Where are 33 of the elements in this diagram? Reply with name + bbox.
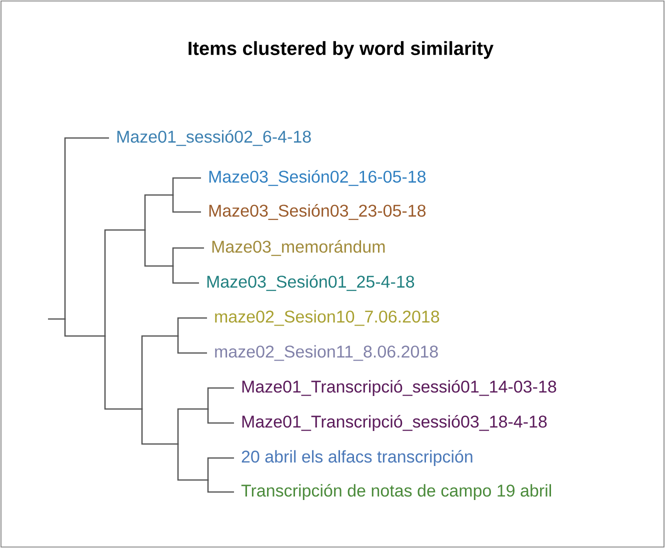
leaf-label: maze02_Sesion10_7.06.2018	[215, 310, 440, 326]
tree-branch	[177, 336, 207, 354]
tree-branch	[144, 194, 173, 230]
tree-branch	[64, 137, 109, 319]
tree-branch	[172, 247, 204, 266]
tree-branch	[207, 387, 234, 409]
tree-branch	[207, 457, 234, 480]
tree-branch	[64, 319, 105, 337]
tree-branch	[104, 336, 142, 410]
leaf-label: Maze03_Sesión03_23-05-18	[209, 204, 426, 220]
leaf-label: Maze01_Transcripció_sessió01_14-03-18	[242, 380, 556, 396]
tree-branch	[207, 480, 234, 493]
tree-branch	[104, 229, 145, 336]
leaf-label: Maze01_sessió02_6-4-18	[117, 130, 311, 146]
tree-branch	[177, 408, 208, 444]
leaf-label: Maze03_memorándum	[212, 240, 385, 256]
tree-branch	[141, 335, 178, 409]
leaf-label: 20 abril els alfacs transcripción	[242, 450, 472, 466]
tree-branch	[172, 266, 199, 284]
tree-branch	[172, 177, 201, 195]
tree-branch	[144, 230, 173, 267]
tree-branch	[48, 318, 65, 320]
leaf-label: Transcripción de notas de campo 19 abril	[241, 484, 551, 500]
leaf-label: Maze03_Sesión01_25-4-18	[207, 275, 414, 291]
leaf-label: Maze03_Sesión02_16-05-18	[209, 170, 426, 186]
title: Items clustered by word similarity	[188, 41, 494, 59]
tree-branch	[141, 409, 178, 445]
tree-branch	[207, 409, 234, 424]
tree-branch	[177, 317, 207, 336]
tree-branch	[177, 444, 208, 481]
leaf-label: Maze01_Transcripció_sessió03_18-4-18	[242, 414, 547, 432]
tree-branch	[172, 195, 201, 213]
leaf-label: maze02_Sesion11_8.06.2018	[215, 345, 438, 361]
